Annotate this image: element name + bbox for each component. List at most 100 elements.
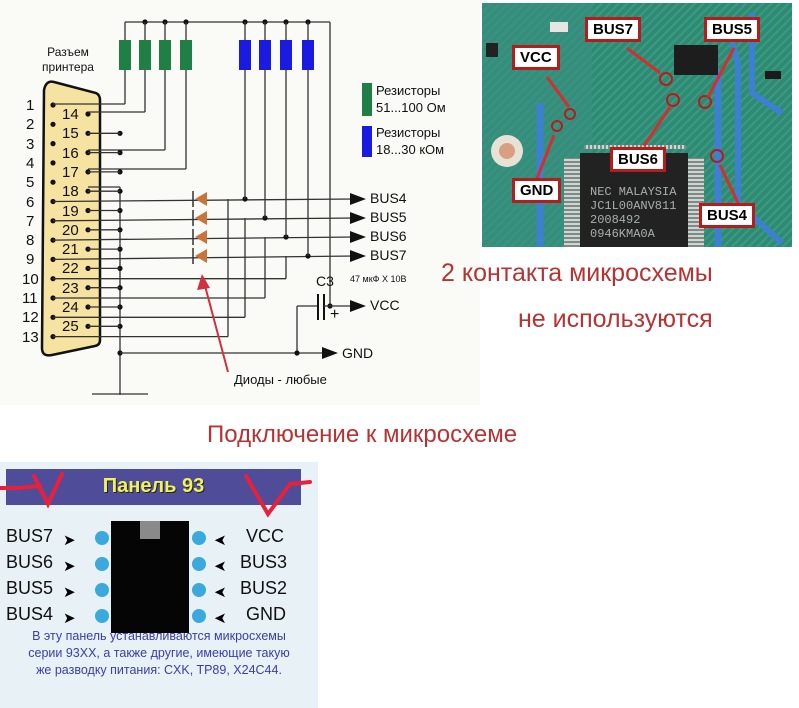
right-pin-number: 21 bbox=[62, 241, 79, 259]
left-pin-number: 9 bbox=[26, 251, 35, 269]
output-arrow bbox=[350, 212, 366, 224]
legend-blue-line2: 18...30 кОм bbox=[376, 142, 445, 157]
bus7-output-label: BUS7 bbox=[370, 247, 407, 263]
green-resistor bbox=[119, 40, 131, 70]
bus5-pad-marker bbox=[698, 95, 712, 109]
panel-left-pin-label: BUS5 bbox=[6, 578, 54, 598]
connection-title: Подключение к микросхеме bbox=[207, 421, 518, 448]
diode-icon bbox=[195, 249, 207, 263]
green-resistor bbox=[180, 40, 192, 70]
pointer-arrowhead bbox=[197, 274, 210, 290]
right-pin-number: 16 bbox=[62, 144, 79, 162]
arrow-left-icon: ➤ bbox=[214, 584, 227, 601]
panel-right-pin-label: GND bbox=[246, 604, 286, 624]
panel-red-checkmarks bbox=[0, 472, 312, 518]
right-pin-number: 24 bbox=[62, 299, 79, 316]
pointer-arrow bbox=[203, 281, 229, 373]
panel-left-pin-label: BUS6 bbox=[6, 552, 54, 572]
arrow-left-icon: ➤ bbox=[214, 610, 227, 627]
small-chip bbox=[674, 45, 718, 75]
panel-description-line1: В эту панель устанавливаются микросхемы bbox=[32, 629, 286, 643]
green-resistor bbox=[159, 40, 171, 70]
junction-dot bbox=[50, 160, 56, 166]
chip-pin-pad bbox=[95, 531, 109, 545]
diodes-note: Диоды - любые bbox=[234, 372, 327, 387]
connector-title-line1: Разъем bbox=[47, 45, 89, 59]
right-pin-number: 22 bbox=[62, 260, 79, 278]
connector-title: Разъем принтера bbox=[36, 45, 100, 75]
panel-title: Панель 93 bbox=[102, 475, 205, 497]
unused-pins-note-line2: не используются bbox=[518, 305, 713, 333]
schematic-wiring bbox=[40, 19, 366, 395]
chip-marking-2: JC1L00ANV811 bbox=[590, 199, 676, 213]
arrow-right-icon: ➤ bbox=[63, 584, 76, 601]
gnd-output-label: GND bbox=[342, 345, 374, 361]
legend-green-text: Резисторы 51...100 Ом bbox=[376, 82, 446, 116]
gnd-arrow bbox=[322, 347, 338, 359]
junction-dot bbox=[50, 179, 56, 185]
right-pin-number: 20 bbox=[62, 221, 79, 239]
chip-body bbox=[111, 521, 189, 633]
junction-dot bbox=[50, 141, 56, 147]
arrow-left-icon: ➤ bbox=[214, 532, 227, 549]
bus6-pad-marker bbox=[666, 93, 680, 107]
legend-green-line1: Резисторы bbox=[376, 83, 441, 98]
right-pin-number: 14 bbox=[62, 106, 79, 123]
left-pin-number: 6 bbox=[26, 193, 35, 211]
db25-connector-body bbox=[40, 80, 102, 357]
bus4-pad-marker bbox=[710, 149, 724, 163]
left-pin-number: 4 bbox=[26, 154, 35, 172]
capacitor-label: C3 bbox=[316, 273, 334, 289]
callout-bus4: BUS4 bbox=[699, 203, 756, 228]
chip-pin-pad bbox=[192, 609, 206, 623]
arrow-right-icon: ➤ bbox=[63, 558, 76, 575]
left-pin-number: 11 bbox=[22, 290, 38, 307]
callout-bus5: BUS5 bbox=[704, 17, 761, 42]
panel-right-pin-label: BUS3 bbox=[240, 552, 288, 572]
callout-vcc: VCC bbox=[512, 45, 560, 70]
chip-pin-pad bbox=[95, 583, 109, 597]
left-pin-number: 2 bbox=[26, 116, 35, 134]
left-pin-number: 8 bbox=[26, 232, 35, 250]
right-pin-number: 23 bbox=[62, 279, 79, 297]
left-pin-number: 5 bbox=[26, 174, 35, 192]
diode-icon bbox=[195, 192, 207, 206]
arrow-left-icon: ➤ bbox=[214, 558, 227, 575]
left-pin-number: 7 bbox=[26, 212, 35, 230]
chip-pin-pad bbox=[192, 557, 206, 571]
chip-marking-1: NEC MALAYSIA bbox=[590, 185, 677, 199]
arrow-right-icon: ➤ bbox=[63, 532, 76, 549]
panel-93-diagram: Панель 93 BUS7➤BUS6➤BUS5➤BUS4➤ ➤VCC➤BUS3… bbox=[0, 462, 318, 708]
legend-green-resistor-icon bbox=[362, 83, 372, 116]
capacitor-polarity: + bbox=[330, 306, 340, 323]
panel-description: В эту панель устанавливаются микросхемы … bbox=[2, 628, 316, 679]
panel-left-pin-label: BUS4 bbox=[6, 604, 54, 624]
bus5-output-label: BUS5 bbox=[370, 209, 407, 225]
chip-notch bbox=[140, 521, 160, 539]
panel-description-line3: же разводку питания: CXK, TP89, X24C44. bbox=[36, 663, 282, 677]
junction-dot bbox=[294, 350, 300, 356]
junction-dot bbox=[85, 111, 91, 117]
arrow-right-icon: ➤ bbox=[63, 610, 76, 627]
capacitor-value: 47 мкФ X 10В bbox=[350, 274, 407, 284]
diode-icon bbox=[195, 230, 207, 244]
left-pin-number: 10 bbox=[22, 270, 39, 288]
junction-dot bbox=[50, 102, 56, 108]
right-pin-number: 15 bbox=[62, 125, 79, 143]
pcb-photo: NEC MALAYSIA JC1L00ANV811 2008492 0946KM… bbox=[482, 3, 792, 247]
panel-description-line2: серии 93XX, а также другие, имеющие таку… bbox=[28, 646, 290, 660]
callout-bus6: BUS6 bbox=[610, 147, 667, 172]
right-pin-number: 25 bbox=[62, 318, 79, 336]
left-pin-number: 1 bbox=[26, 97, 35, 114]
gnd-pad-marker bbox=[551, 120, 563, 132]
legend-blue-text: Резисторы 18...30 кОм bbox=[376, 124, 444, 158]
chip-pin-pad bbox=[192, 531, 206, 545]
callout-bus7: BUS7 bbox=[585, 17, 642, 42]
panel-right-pin-label: VCC bbox=[246, 526, 285, 546]
right-pin-number: 19 bbox=[62, 202, 79, 220]
panel-right-pin-label: BUS2 bbox=[240, 578, 288, 598]
vcc-output-label: VCC bbox=[370, 297, 400, 313]
bus4-output-label: BUS4 bbox=[370, 190, 407, 206]
left-pin-number: 3 bbox=[26, 135, 35, 153]
